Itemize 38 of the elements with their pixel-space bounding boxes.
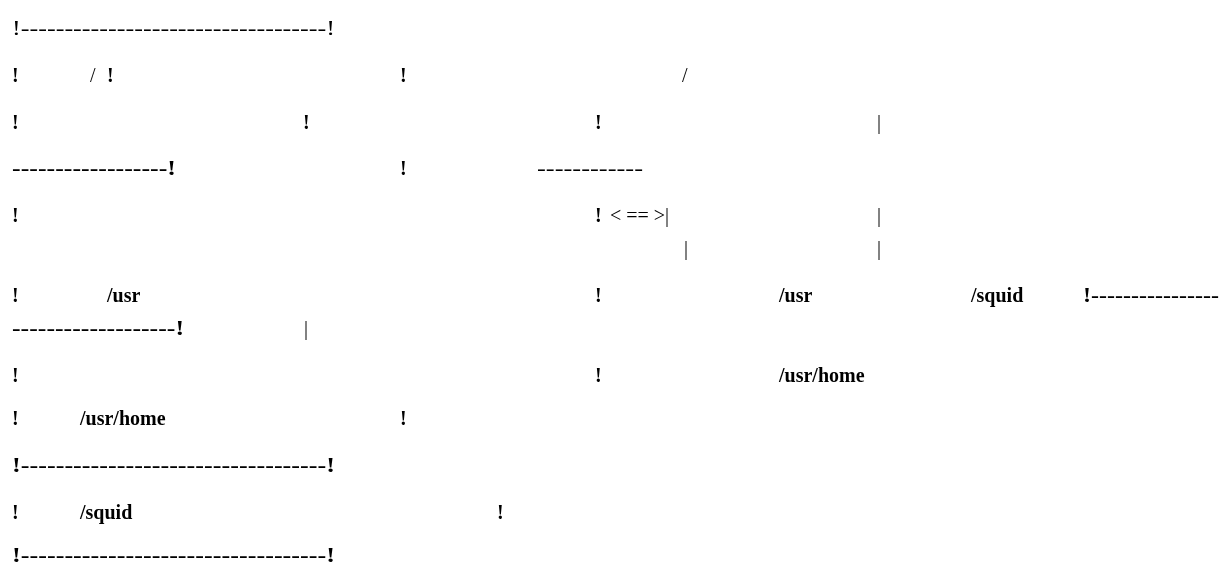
path-label: /usr	[779, 284, 813, 306]
ascii-border: |	[684, 237, 688, 259]
path-label: /usr/home	[80, 407, 166, 429]
path-label: /usr	[107, 284, 141, 306]
ascii-border: !	[12, 64, 19, 86]
ascii-border: !	[595, 284, 602, 306]
path-label: /squid	[80, 501, 133, 523]
ascii-border: !	[400, 64, 407, 86]
ascii-border: |	[877, 204, 881, 226]
ascii-rule: ------------	[537, 157, 643, 179]
ascii-border: !	[497, 501, 504, 523]
ascii-border: !	[12, 364, 19, 386]
arrow-text: < == >|	[610, 204, 670, 226]
ascii-border: |	[304, 317, 308, 339]
ascii-border: !	[595, 111, 602, 133]
ascii-border: !	[12, 204, 19, 226]
ascii-border: !	[12, 501, 19, 523]
slash-mark: /	[682, 64, 688, 86]
ascii-rule: !-----------------------------------!	[12, 454, 335, 476]
ascii-border: !	[400, 157, 407, 179]
slash-mark: /	[90, 64, 96, 86]
ascii-border: !	[12, 284, 19, 306]
ascii-rule: !----------------	[1083, 284, 1219, 306]
ascii-rule: ------------------!	[12, 157, 176, 179]
ascii-border: !	[12, 111, 19, 133]
path-label: /squid	[971, 284, 1024, 306]
ascii-border: !	[303, 111, 310, 133]
ascii-rule: !-----------------------------------!	[12, 17, 335, 39]
ascii-border: !	[107, 64, 114, 86]
ascii-rule: -------------------!	[12, 317, 184, 339]
ascii-border: !	[595, 204, 602, 226]
ascii-border: !	[400, 407, 407, 429]
ascii-rule: !-----------------------------------!	[12, 544, 335, 563]
ascii-border: !	[595, 364, 602, 386]
path-label: /usr/home	[779, 364, 865, 386]
ascii-border: |	[877, 111, 881, 133]
ascii-border: |	[877, 237, 881, 259]
ascii-border: !	[12, 407, 19, 429]
